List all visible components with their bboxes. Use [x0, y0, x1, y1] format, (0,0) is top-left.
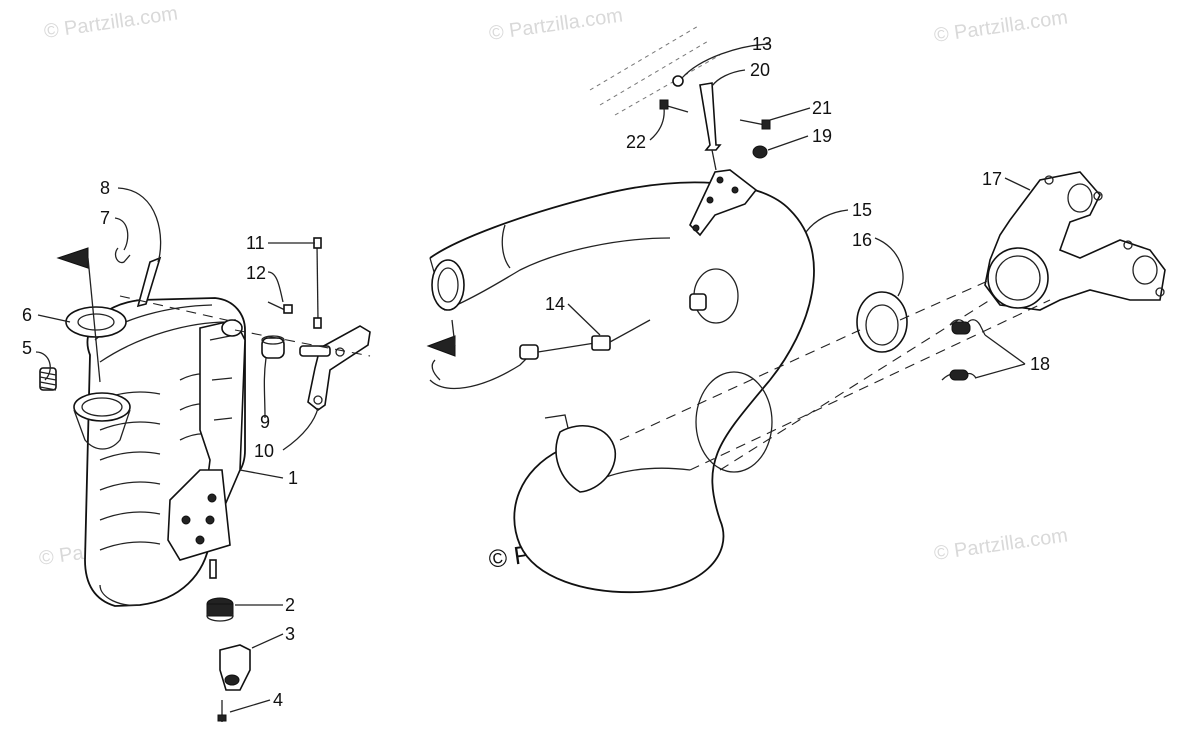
springs-drawing — [941, 319, 986, 381]
temp-sensor-drawing — [429, 293, 707, 390]
callout-4: 4 — [273, 690, 283, 710]
leader-lines — [35, 43, 1031, 713]
callout-8: 8 — [100, 178, 110, 198]
front-arrow-icon — [426, 335, 456, 357]
bolt-drawing — [217, 700, 227, 722]
callout-18: 18 — [1030, 354, 1050, 374]
bracket-drawing — [299, 325, 371, 412]
watermark-top-left: © Partzilla.com — [43, 2, 180, 43]
exhaust-pipe-drawing — [429, 169, 815, 594]
callout-10: 10 — [254, 441, 274, 461]
callout-16: 16 — [852, 230, 872, 250]
callout-17: 17 — [982, 169, 1002, 189]
callout-13: 13 — [752, 34, 772, 54]
spring-drawing — [39, 367, 57, 391]
exhaust-manifold-drawing — [984, 171, 1166, 311]
callout-3: 3 — [285, 624, 295, 644]
callout-15: 15 — [852, 200, 872, 220]
watermark-bottom-right: © Partzilla.com — [933, 524, 1070, 565]
callout-22: 22 — [626, 132, 646, 152]
grommet-drawing — [261, 335, 285, 359]
mount-bracket-drawing — [219, 644, 251, 691]
front-arrow-icon — [56, 247, 89, 269]
callout-2: 2 — [285, 595, 295, 615]
watermark-top-center: © Partzilla.com — [488, 4, 625, 45]
rubber-mount-drawing — [206, 597, 234, 622]
callout-7: 7 — [100, 208, 110, 228]
callout-5: 5 — [22, 338, 32, 358]
callout-1: 1 — [288, 468, 298, 488]
hanger-drawing — [589, 24, 771, 171]
callout-9: 9 — [260, 412, 270, 432]
exhaust-gasket-drawing — [856, 291, 908, 353]
callout-11: 11 — [246, 233, 265, 253]
callout-12: 12 — [246, 263, 266, 283]
callout-14: 14 — [545, 294, 565, 314]
cotter-pin-drawing — [114, 247, 131, 264]
callout-20: 20 — [750, 60, 770, 80]
callout-19: 19 — [812, 126, 832, 146]
silencer-drawing — [73, 297, 246, 607]
callout-6: 6 — [22, 305, 32, 325]
watermark-top-right: © Partzilla.com — [933, 6, 1070, 47]
callout-21: 21 — [812, 98, 832, 118]
gasket-ring-drawing — [65, 306, 127, 338]
clip-drawing — [136, 256, 162, 308]
